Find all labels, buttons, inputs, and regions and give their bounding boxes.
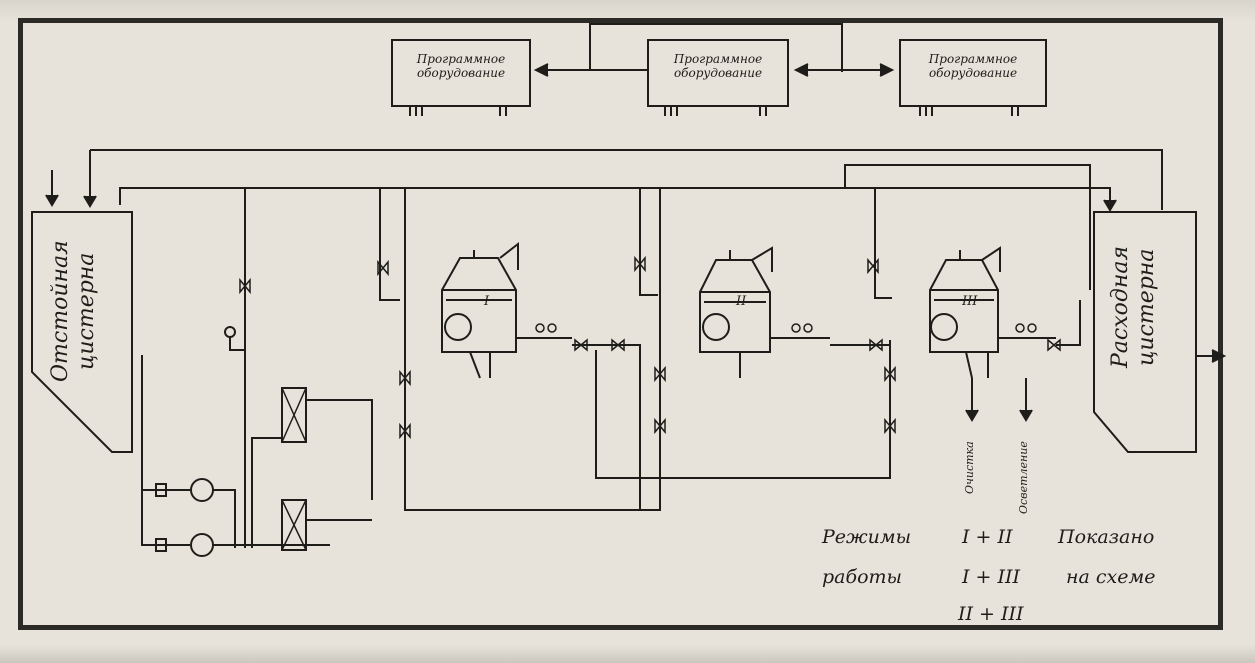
sight-glasses: [535, 323, 1037, 333]
separator-1: [441, 241, 572, 379]
legend-label-row1: Режимы: [822, 526, 912, 548]
outlet-clarification-label: Осветление: [1017, 441, 1030, 514]
arrow-right-a: [793, 63, 809, 77]
outlet-cleaning-label: Очистка: [963, 441, 976, 494]
heater-piping: [251, 399, 373, 548]
control-link-top: [589, 23, 843, 72]
suction-line: [141, 355, 190, 546]
return-loop-2: [595, 340, 891, 479]
valves: [239, 255, 1061, 440]
service-tank-label: Расходная цистерна: [1108, 246, 1159, 369]
pump-1: [190, 478, 214, 502]
equipment-box-3: [899, 39, 1047, 107]
heater-1: [281, 387, 307, 443]
pump-2: [190, 533, 214, 557]
pump-valves: [155, 483, 167, 552]
equipment-box-2-label: Программное оборудование: [673, 52, 763, 80]
mid-loop: [844, 164, 1091, 290]
riser-c: [379, 188, 400, 301]
separator-3: [929, 246, 1056, 379]
settling-tank-outline: [31, 211, 133, 453]
separator-1-number: I: [484, 294, 490, 309]
equipment-box-1: [391, 39, 531, 107]
heater-2: [281, 499, 307, 551]
separator-2: [699, 246, 830, 378]
equipment-box-1-label: Программное оборудование: [416, 52, 506, 80]
settling-tank-label: Отстойная цистерна: [48, 240, 99, 382]
legend-note-line1: Показано: [1058, 526, 1155, 548]
feed-pipe-a: [119, 187, 1111, 210]
riser-b: [404, 188, 661, 511]
arrow-left: [533, 63, 549, 77]
riser-e: [874, 188, 892, 299]
legend-mode-3: II + III: [958, 603, 1024, 625]
equipment-pins: [409, 106, 1019, 116]
bottom-page-bleed: [0, 645, 1255, 663]
service-tank-outline: [1093, 211, 1197, 453]
arrow-right-b: [879, 63, 895, 77]
diagram-frame: [18, 18, 1223, 630]
equipment-box-2: [647, 39, 789, 107]
top-page-bleed: [0, 0, 1255, 22]
legend-mode-2: I + III: [962, 566, 1021, 588]
separator-3-number: III: [962, 294, 978, 309]
interconnect-1: [572, 344, 641, 510]
separator-2-number: II: [736, 294, 747, 309]
gauge-left: [224, 326, 236, 338]
return-pipe-top: [90, 149, 1163, 210]
legend-mode-1: I + II: [962, 526, 1013, 548]
equipment-box-3-label: Программное оборудование: [928, 52, 1018, 80]
legend-label-row2: работы: [822, 566, 903, 588]
riser-d: [639, 188, 658, 296]
interconnect-3: [1056, 300, 1081, 346]
legend-note-line2: на схеме: [1066, 566, 1156, 588]
